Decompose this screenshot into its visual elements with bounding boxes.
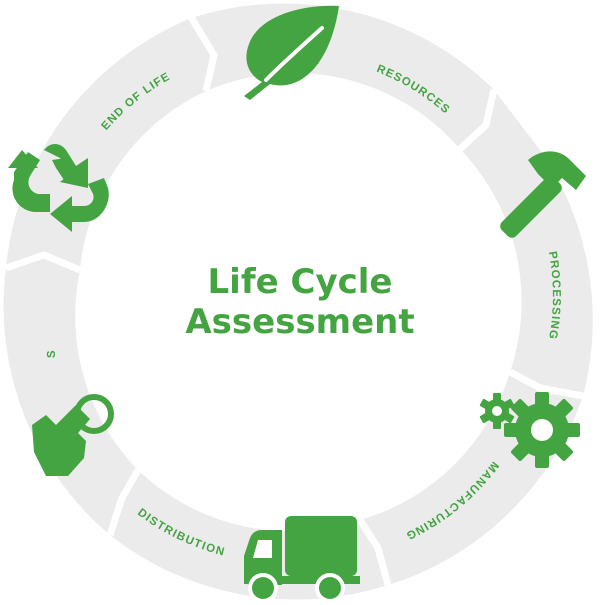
gears-icon — [479, 392, 580, 468]
title-line-2: Assessment — [185, 302, 415, 342]
truck-icon — [244, 516, 360, 603]
ring-segment-end-of-life — [6, 18, 214, 270]
ring-separators — [4, 16, 584, 586]
page-title: Life Cycle Assessment — [150, 262, 450, 342]
stage-label-processing: PROCESSING — [546, 251, 562, 341]
ring-segment-processing — [460, 89, 593, 396]
ring-segment-use — [3, 255, 138, 535]
recycle-icon — [8, 144, 109, 232]
ring-segment-resources — [191, 3, 494, 150]
title-line-1: Life Cycle — [207, 262, 393, 302]
hammer-icon — [500, 151, 586, 238]
pointing-hand-icon — [32, 394, 114, 476]
leaf-icon — [244, 5, 339, 101]
ring-segment-manufacturing — [360, 372, 583, 585]
